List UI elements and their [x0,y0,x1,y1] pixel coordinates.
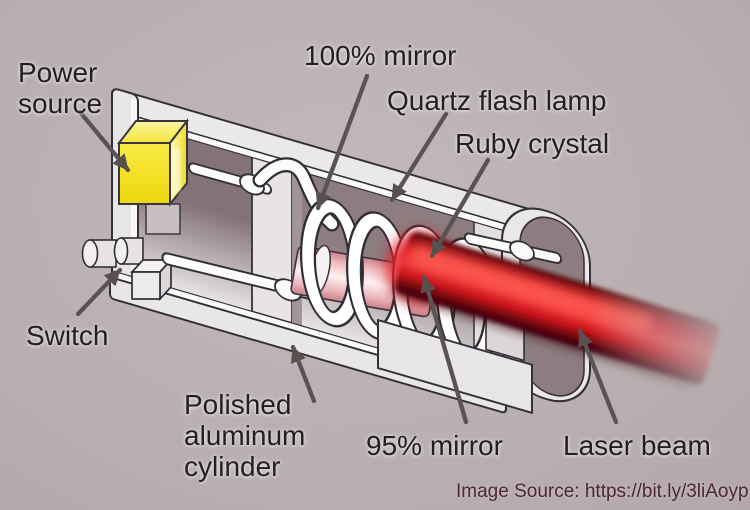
beam-core-highlight [410,245,653,334]
arrow-95-mirror [420,274,469,425]
switch-block [130,257,173,302]
arrow-flash-lamp [389,111,449,203]
label-power-source-line1: Power [18,57,98,88]
switch-assembly [81,237,173,302]
annotation-arrows [75,73,619,425]
label-flash-lamp: Quartz flash lamp [387,85,607,116]
arrow-laser-beam [577,328,619,425]
label-cylinder-line2: aluminum [184,420,306,451]
label-laser-beam: Laser beam [563,430,711,461]
label-cylinder-line1: Polished [184,389,292,420]
arrow-ruby-crystal [429,157,491,259]
label-ruby-crystal: Ruby crystal [455,128,610,159]
power-source-pedestal [145,203,181,235]
switch-knob-outer [81,239,117,268]
label-switch: Switch [26,320,109,351]
arrow-100-mirror [315,73,370,211]
arrow-cylinder [290,344,317,404]
beam-bottom-shadow [393,282,699,387]
laser-beam-graphic [386,232,720,387]
label-cylinder-line3: cylinder [184,451,281,482]
arrow-power-source [77,109,131,173]
power-source-box [116,118,190,235]
wire-right-bead [509,240,535,262]
label-95-mirror: 95% mirror [366,430,503,461]
label-power-source-line2: source [18,88,103,119]
arrow-switch [75,267,123,317]
image-source-credit: Image Source: https://bit.ly/3liAoyp [456,481,749,502]
switch-knob-inner [113,237,144,265]
label-100-mirror: 100% mirror [304,40,457,71]
